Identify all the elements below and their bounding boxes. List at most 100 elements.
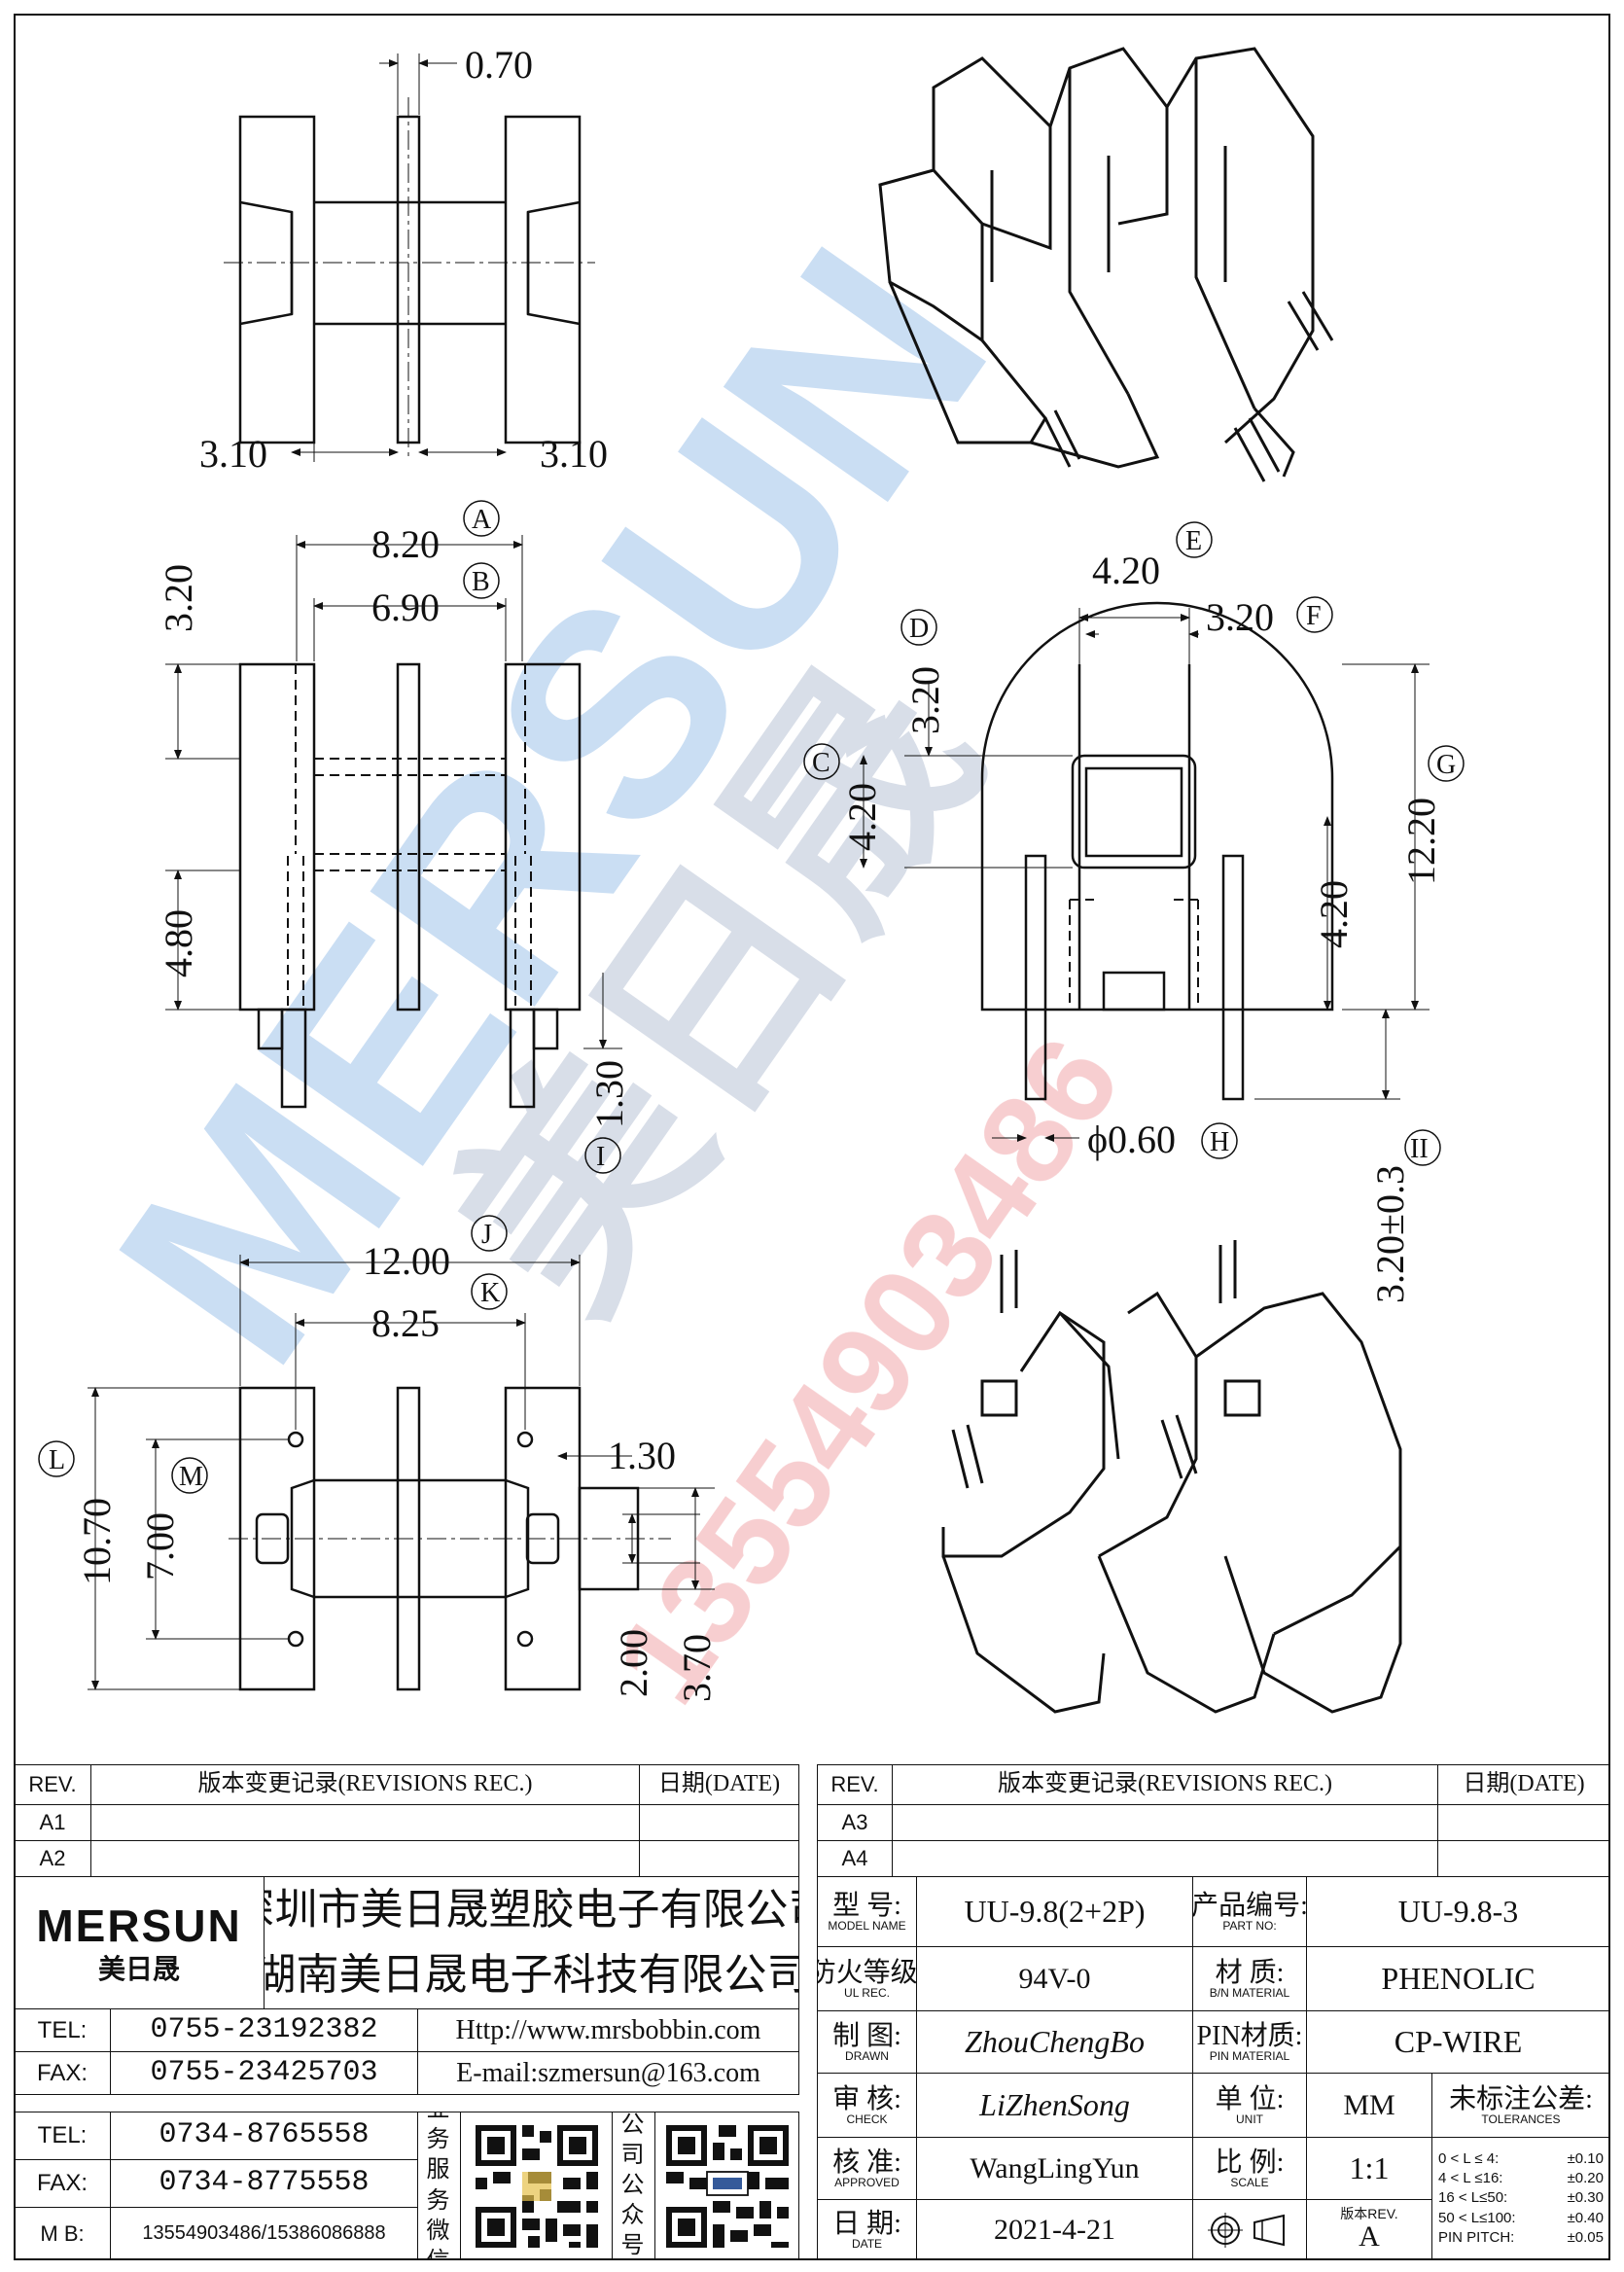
label-G: G bbox=[1436, 750, 1456, 780]
version-cell: 版本REV. A bbox=[1306, 2199, 1432, 2260]
appr-value: WangLingYun bbox=[916, 2137, 1193, 2200]
contact-label-4: FAX: bbox=[14, 2159, 111, 2208]
http-link[interactable]: Http://www.mrsbobbin.com bbox=[417, 2008, 799, 2052]
tolerance-table: 0 < L ≤ 4:±0.10 4 < L ≤16:±0.20 16 < L≤5… bbox=[1431, 2137, 1610, 2260]
version-label: 版本REV. bbox=[1340, 2206, 1398, 2222]
tol-value: ±0.40 bbox=[1567, 2209, 1604, 2226]
rev-right-header-rev: REV. bbox=[817, 1764, 893, 1805]
company-logo: MERSUN 美日晟 bbox=[14, 1876, 265, 2009]
ul-label-text: 防火等级: bbox=[818, 1957, 917, 1988]
tol-value: ±0.20 bbox=[1567, 2170, 1604, 2187]
label-C: C bbox=[812, 748, 830, 778]
dim-K: 8.25 bbox=[371, 1301, 440, 1345]
pin-label: PIN材质: PIN MATERIAL bbox=[1192, 2010, 1307, 2074]
dim-370: 3.70 bbox=[675, 1634, 719, 1702]
part-label-text: 产品编号: bbox=[1192, 1890, 1307, 1921]
ul-value: 94V-0 bbox=[916, 1946, 1193, 2011]
drawn-label-sub: DRAWN bbox=[845, 2048, 889, 2063]
drawn-label-text: 制 图: bbox=[832, 2020, 901, 2051]
mat-label: 材 质: B/N MATERIAL bbox=[1192, 1946, 1307, 2011]
rev-left-header-date: 日期(DATE) bbox=[639, 1764, 799, 1805]
scale-label: 比 例: SCALE bbox=[1192, 2137, 1307, 2200]
top-view bbox=[224, 53, 595, 462]
rev-right-row-a4-rec bbox=[892, 1840, 1438, 1877]
rev-right-row-a3: A3 bbox=[817, 1804, 893, 1841]
rev-left-row-a1-rec bbox=[90, 1804, 640, 1841]
dim-B: 6.90 bbox=[371, 586, 440, 629]
projection-symbol bbox=[1192, 2199, 1307, 2260]
dim-A: 8.20 bbox=[371, 522, 440, 566]
dim-top-height: 3.20 bbox=[157, 564, 200, 632]
appr-label-sub: APPROVED bbox=[834, 2175, 900, 2189]
contact-value-4: 0734-8775558 bbox=[110, 2159, 418, 2208]
front-view bbox=[165, 535, 622, 1109]
drawing-frame bbox=[14, 14, 1610, 2260]
tol-range: 50 < L≤100: bbox=[1438, 2209, 1516, 2226]
dim-F: 3.20 bbox=[1206, 595, 1274, 639]
mb-label: M B: bbox=[14, 2207, 111, 2260]
bottom-view bbox=[88, 1255, 715, 1691]
public-label: 公司公众号 bbox=[612, 2112, 655, 2260]
check-label: 审 核: CHECK bbox=[817, 2073, 917, 2138]
wechat-qr bbox=[460, 2112, 613, 2260]
dim-L: 10.70 bbox=[75, 1498, 119, 1585]
tol-label-sub: TOLERANCES bbox=[1481, 2112, 1561, 2126]
unit-label-text: 单 位: bbox=[1215, 2083, 1285, 2114]
rev-left-row-a1: A1 bbox=[14, 1804, 91, 1841]
rev-left-row-a1-date bbox=[639, 1804, 799, 1841]
dim-H: ϕ0.60 bbox=[1087, 1118, 1176, 1161]
appr-label: 核 准: APPROVED bbox=[817, 2137, 917, 2200]
part-label-sub: PART NO: bbox=[1222, 1918, 1277, 1933]
iso-view-bottom bbox=[941, 1240, 1402, 1714]
part-value: UU-9.8-3 bbox=[1306, 1876, 1610, 1947]
scale-label-sub: SCALE bbox=[1230, 2175, 1269, 2189]
dim-mid-height: 4.80 bbox=[157, 909, 200, 977]
unit-value: MM bbox=[1306, 2073, 1432, 2138]
tol-row: 50 < L≤100: ±0.40 bbox=[1438, 2209, 1604, 2228]
pin-value: CP-WIRE bbox=[1306, 2010, 1610, 2074]
dim-J: 12.00 bbox=[363, 1239, 450, 1283]
first-angle-projection-icon bbox=[1208, 2212, 1285, 2248]
public-label-text: 公司公众号 bbox=[620, 2112, 645, 2259]
label-L: L bbox=[49, 1445, 65, 1475]
tol-value: ±0.10 bbox=[1567, 2149, 1604, 2167]
label-E: E bbox=[1185, 526, 1202, 556]
model-label-sub: MODEL NAME bbox=[828, 1918, 906, 1933]
rev-left-header-rev: REV. bbox=[14, 1764, 91, 1805]
company-name-2: 湖南美日晟电子科技有限公司 bbox=[264, 1942, 799, 2009]
rev-left-row-a2-date bbox=[639, 1840, 799, 1877]
dim-M: 7.00 bbox=[138, 1512, 182, 1580]
mat-label-text: 材 质: bbox=[1215, 1957, 1285, 1988]
contact-value-1: 0755-23192382 bbox=[110, 2008, 418, 2052]
date-label-text: 日 期: bbox=[832, 2208, 901, 2239]
contact-label-3: TEL: bbox=[14, 2112, 111, 2160]
dim-II: 3.20±0.3 bbox=[1368, 1165, 1412, 1303]
ul-label-sub: UL REC. bbox=[844, 1985, 890, 2000]
drawn-value: ZhouChengBo bbox=[916, 2010, 1193, 2074]
dim-E: 4.20 bbox=[1092, 549, 1160, 592]
pin-label-sub: PIN MATERIAL bbox=[1209, 2048, 1290, 2063]
unit-label-sub: UNIT bbox=[1236, 2112, 1263, 2126]
dim-right-flange: 3.10 bbox=[540, 432, 608, 476]
tol-row: 0 < L ≤ 4: ±0.10 bbox=[1438, 2149, 1604, 2169]
rev-right-header-rec: 版本变更记录(REVISIONS REC.) bbox=[892, 1764, 1438, 1805]
dim-pin-length: 1.30 bbox=[587, 1060, 631, 1128]
public-qr bbox=[654, 2112, 799, 2260]
tol-range: 0 < L ≤ 4: bbox=[1438, 2149, 1500, 2167]
ul-label: 防火等级: UL REC. bbox=[817, 1946, 917, 2011]
check-label-sub: CHECK bbox=[846, 2112, 888, 2126]
rev-right-row-a4-date bbox=[1437, 1840, 1610, 1877]
label-K: K bbox=[480, 1278, 500, 1308]
dim-G: 12.20 bbox=[1399, 798, 1443, 885]
tol-row: PIN PITCH:±0.05 bbox=[1438, 2228, 1604, 2248]
wechat-label-text: 业务服务微信 bbox=[426, 2112, 450, 2259]
model-label-text: 型 号: bbox=[832, 1890, 901, 1921]
rev-left-row-a2: A2 bbox=[14, 1840, 91, 1877]
dim-left-flange: 3.10 bbox=[199, 432, 267, 476]
tol-label-text: 未标注公差: bbox=[1449, 2083, 1593, 2114]
tol-range: 4 < L ≤16: bbox=[1438, 2170, 1503, 2187]
label-II: II bbox=[1410, 1134, 1429, 1164]
part-label: 产品编号: PART NO: bbox=[1192, 1876, 1307, 1947]
email-link[interactable]: E-mail:szmersun@163.com bbox=[417, 2051, 799, 2095]
model-label: 型 号: MODEL NAME bbox=[817, 1876, 917, 1947]
